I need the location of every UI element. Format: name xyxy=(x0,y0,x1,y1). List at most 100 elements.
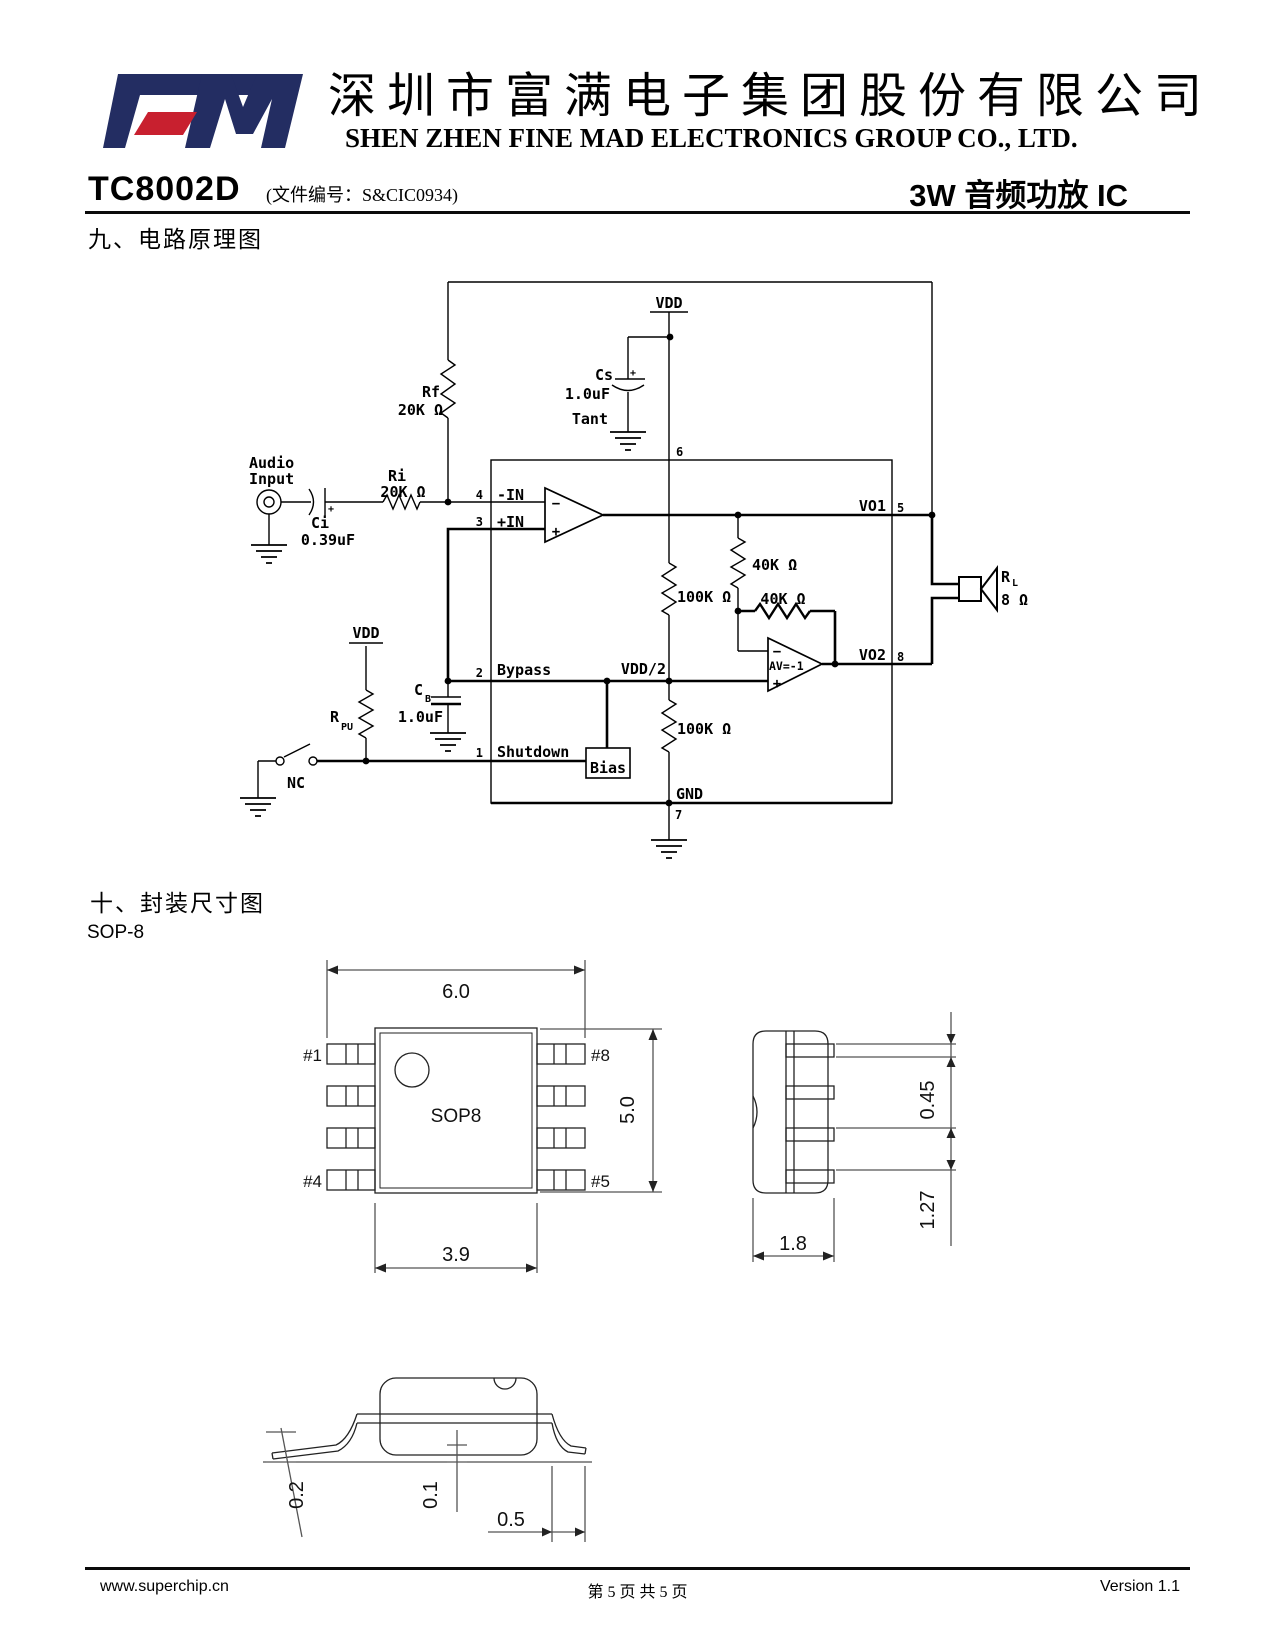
side-body xyxy=(752,1030,829,1194)
pin4-label: #4 xyxy=(303,1172,322,1191)
pin1-label: #1 xyxy=(303,1046,322,1065)
package-side-view xyxy=(752,1012,956,1262)
r40k-vertical-value: 40K Ω xyxy=(752,556,797,574)
pin8-label: #8 xyxy=(591,1046,610,1065)
vdd-half-label: VDD/2 xyxy=(621,660,666,678)
opamp2-minus-sign: − xyxy=(773,644,781,660)
wires-thin xyxy=(257,281,933,840)
footer-version: Version 1.1 xyxy=(1099,1578,1180,1595)
ri-value: 20K Ω xyxy=(380,483,425,501)
audio-input-connector-outer xyxy=(256,489,282,515)
switch-contact-left xyxy=(275,756,285,766)
pos-in-label: +IN xyxy=(497,513,524,531)
side-body-notch xyxy=(752,1095,758,1129)
package-body-inner xyxy=(379,1032,533,1189)
ci-label: Ci xyxy=(311,514,329,532)
r100k-bottom-value: 100K Ω xyxy=(677,720,731,738)
rpu-subscript: PU xyxy=(341,722,353,733)
r40k-horizontal-value: 40K Ω xyxy=(760,590,805,608)
neg-in-label: -IN xyxy=(497,486,524,504)
vdd-left-label: VDD xyxy=(352,624,379,642)
switch-lever xyxy=(283,743,311,758)
dim-05-lines xyxy=(488,1466,586,1542)
section-title-schematic: 九、电路原理图 xyxy=(88,227,263,252)
footer-website: www.superchip.cn xyxy=(100,1578,229,1595)
dim-02-lines xyxy=(266,1427,303,1538)
dim-5-lines xyxy=(540,1028,662,1193)
pin-2: 2 xyxy=(476,666,483,680)
lead-shoulder-lines xyxy=(357,1413,552,1424)
dim-body-depth: 1.8 xyxy=(779,1233,807,1255)
rl-label: R xyxy=(1001,568,1011,586)
pin-8: 8 xyxy=(897,650,904,664)
opamp1-minus-sign: − xyxy=(552,496,560,512)
r100k-top-value: 100K Ω xyxy=(677,588,731,606)
pin-7: 7 xyxy=(675,808,682,822)
part-number: TC8002D xyxy=(88,170,241,208)
pin-6: 6 xyxy=(676,445,683,459)
pin-3: 3 xyxy=(476,515,483,529)
fm-logo xyxy=(103,74,303,148)
logo-f-shape xyxy=(103,74,285,148)
dim-body-height: 5.0 xyxy=(617,1096,639,1124)
dim-body-width: 3.9 xyxy=(442,1244,470,1266)
right-lead xyxy=(551,1413,587,1455)
resistor-ri xyxy=(382,493,421,511)
left-lead xyxy=(271,1413,358,1460)
side-body-lines xyxy=(785,1031,795,1193)
front-body xyxy=(379,1377,538,1456)
audio-input-label2: Input xyxy=(249,470,294,488)
opamp1-plus-sign: + xyxy=(552,524,560,540)
audio-input-label: Audio xyxy=(249,454,294,472)
dim-standoff: 0.2 xyxy=(286,1481,308,1509)
dim-127-lines xyxy=(836,1127,956,1246)
vo2-label: VO2 xyxy=(859,646,886,664)
pin1-marker-circle xyxy=(394,1052,430,1088)
header-rule xyxy=(85,211,1190,214)
opamp1-triangle xyxy=(544,486,606,544)
pin-5: 5 xyxy=(897,501,904,515)
dim-045-lines xyxy=(836,1012,956,1130)
left-pins xyxy=(326,1043,376,1191)
cb-label: C xyxy=(414,681,423,699)
resistor-rpu xyxy=(357,689,375,739)
cs-label: Cs xyxy=(595,366,613,384)
opamp2-plus-sign: + xyxy=(773,676,781,692)
package-top-view xyxy=(326,960,662,1273)
schematic-labels: Audio Input Ci 0.39uF + Ri 20K Ω Rf 20K … xyxy=(249,294,1028,822)
resistor-40k-vertical xyxy=(729,537,747,589)
cb-value: 1.0uF xyxy=(398,708,443,726)
dim-3-9-lines xyxy=(374,1203,538,1273)
dim-lead-thickness: 0.45 xyxy=(917,1081,939,1120)
ground-symbols xyxy=(240,431,687,859)
dim-lead-pitch: 1.27 xyxy=(917,1191,939,1230)
speaker-box xyxy=(958,576,982,602)
cs-type: Tant xyxy=(572,410,608,428)
gnd-label: GND xyxy=(676,785,703,803)
opamp2-triangle xyxy=(767,636,824,693)
doc-number: (文件编号：S&CIC0934) xyxy=(266,185,459,205)
dim-total-width: 6.0 xyxy=(442,981,470,1003)
side-pins xyxy=(785,1043,835,1184)
speaker-horn xyxy=(979,565,998,613)
shutdown-label: Shutdown xyxy=(497,743,569,761)
footer-rule xyxy=(85,1567,1190,1570)
switch-contact-right xyxy=(308,756,318,766)
dim-6-lines xyxy=(326,960,586,1038)
title-row: TC8002D (文件编号：S&CIC0934) 3W 音频功放 IC xyxy=(88,170,1188,213)
circuit-schematic xyxy=(240,281,998,859)
rl-value: 8 Ω xyxy=(1001,591,1028,609)
dim-01-lines xyxy=(447,1430,467,1512)
logo-red-bar xyxy=(134,112,197,135)
nc-label: NC xyxy=(287,774,305,792)
cs-value: 1.0uF xyxy=(565,385,610,403)
ic-boundary-box xyxy=(490,459,893,804)
resistor-100k-top xyxy=(660,562,678,616)
rf-value: 20K Ω xyxy=(398,401,443,419)
footer-page-info: 第 5 页 共 5 页 xyxy=(587,1584,688,1601)
ci-capacitor-plates xyxy=(308,488,326,516)
cb-subscript: B xyxy=(425,694,431,705)
cs-plus-sign: + xyxy=(630,368,636,379)
